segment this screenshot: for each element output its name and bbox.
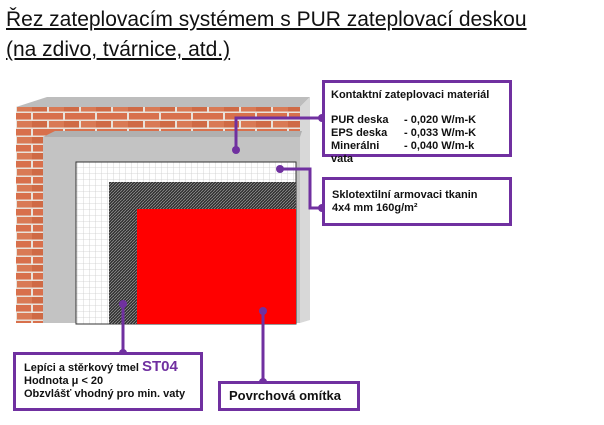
surface-plaster-layer (137, 209, 296, 324)
insulation-material-callout: Kontaktní zateplovaci materiál PUR deska… (322, 80, 512, 165)
material-row: PUR deska - 0,020 W/m-K (331, 114, 503, 127)
adhesive-product: ST04 (142, 358, 178, 375)
material-name: EPS deska (331, 127, 388, 139)
mesh-line-2: 4x4 mm 160g/m² (332, 202, 418, 214)
title-line-2: (na zdivo, tvárnice, atd.) (6, 38, 231, 61)
adhesive-line-3: Obzvlášť vhodný pro min. vaty (24, 388, 186, 400)
material-row: EPS deska - 0,033 W/m-K (331, 127, 503, 140)
mesh-line-1: Sklotextilní armovaci tkanin (332, 189, 478, 201)
adhesive-line-1: Lepíci a stěrkový tmel (24, 362, 139, 374)
mesh-callout: Sklotextilní armovaci tkanin 4x4 mm 160g… (322, 177, 512, 226)
material-name: PUR deska (331, 114, 389, 126)
material-value: - 0,033 W/m-K (404, 127, 477, 139)
material-heading: Kontaktní zateplovaci materiál (331, 89, 490, 101)
callout-lines (121, 116, 322, 382)
adhesive-callout: Lepíci a stěrkový tmel ST04 Hodnota μ < … (13, 352, 203, 411)
title-line-1: Řez zateplovacím systémem s PUR zateplov… (6, 8, 527, 31)
plaster-callout: Povrchová omítka (218, 381, 360, 411)
adhesive-line-2: Hodnota μ < 20 (24, 375, 104, 387)
material-value: - 0,040 W/m-k (404, 140, 475, 152)
material-row: Minerálni vata - 0,040 W/m-k (331, 140, 503, 166)
material-name: Minerálni vata (331, 140, 380, 165)
plaster-label: Povrchová omítka (229, 388, 341, 403)
material-value: - 0,020 W/m-K (404, 114, 477, 126)
